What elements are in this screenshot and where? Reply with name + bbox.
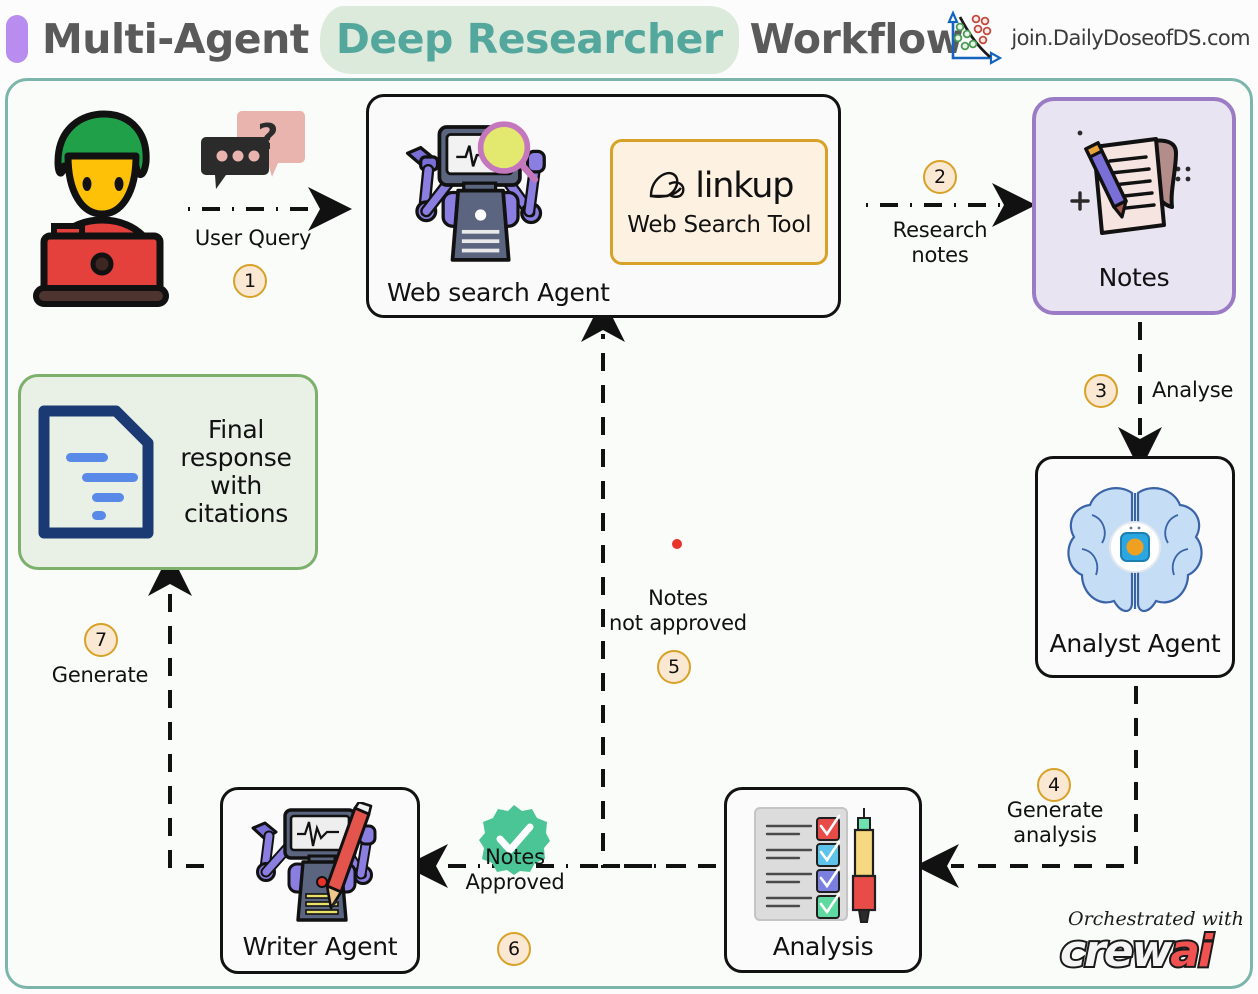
- brand-url-text: join.DailyDoseofDS.com: [1011, 26, 1250, 50]
- step-badge-2: 2: [923, 160, 957, 194]
- step-badge-6: 6: [497, 932, 531, 966]
- user-node: [20, 100, 180, 310]
- edge-label-notes-approved: Notes Approved: [465, 845, 565, 894]
- step-badge-7: 7: [84, 623, 118, 657]
- green-check-badge-icon: [478, 803, 550, 875]
- linkup-logo-icon: [650, 171, 685, 198]
- node-writer-agent[interactable]: Writer Agent: [220, 787, 420, 974]
- node-analyst-agent[interactable]: Analyst Agent: [1035, 456, 1235, 678]
- node-analysis-label: Analysis: [772, 931, 874, 961]
- node-notes[interactable]: Notes: [1032, 97, 1236, 315]
- notepad-with-pencil-icon: [1070, 130, 1191, 235]
- node-notes-label: Notes: [1098, 262, 1170, 292]
- edge-label-user-query: User Query: [194, 226, 312, 250]
- page-title-part-1: Multi-Agent: [42, 15, 309, 63]
- node-final-response-label: Final response with citations: [180, 415, 292, 528]
- checklist-with-marker-icon: [754, 806, 877, 923]
- edge-label-notes-not-approved: Notes not approved: [609, 586, 747, 635]
- node-analyst-agent-label: Analyst Agent: [1049, 628, 1221, 658]
- edge-label-generate: Generate: [51, 663, 149, 687]
- orchestrated-with-label: Orchestrated with: [1068, 908, 1244, 930]
- step-badge-5: 5: [657, 650, 691, 684]
- scatter-plot-axes-icon: [947, 10, 1003, 65]
- crewai-logo-prefix: crew: [1058, 926, 1174, 977]
- red-dot-marker: [670, 536, 684, 550]
- crewai-logo-suffix: ai: [1168, 926, 1215, 977]
- node-web-search-agent-label: Web search Agent: [387, 278, 610, 307]
- tool-card-linkup-label: Web Search Tool: [627, 212, 812, 238]
- edge-label-research-notes: Research notes: [892, 218, 988, 267]
- title-accent-bar: [6, 15, 28, 63]
- step-badge-3: 3: [1084, 374, 1118, 408]
- page-title: Multi-Agent Deep Researcher Workflow: [42, 6, 964, 74]
- node-writer-agent-label: Writer Agent: [242, 932, 398, 961]
- robot-with-magnifier-icon: [405, 121, 546, 262]
- page-header: Multi-Agent Deep Researcher Workflow: [0, 0, 1258, 78]
- edge-label-generate-analysis: Generate analysis: [1006, 798, 1104, 847]
- linkup-wordmark-text: linkup: [695, 165, 794, 206]
- page-title-part-3: Workflow: [749, 15, 964, 63]
- step-badge-4: 4: [1037, 768, 1071, 802]
- tool-card-linkup[interactable]: linkup Web Search Tool: [610, 139, 828, 265]
- brand-block[interactable]: join.DailyDoseofDS.com: [943, 8, 1251, 68]
- node-final-response[interactable]: Final response with citations: [18, 374, 318, 570]
- crewai-logo: crewai: [1058, 928, 1215, 976]
- page-title-part-2-highlighted: Deep Researcher: [319, 6, 739, 74]
- person-at-laptop-icon: [33, 110, 169, 307]
- document-with-lines-icon: [38, 405, 154, 539]
- brain-with-chip-icon: [1067, 486, 1203, 612]
- robot-with-pencil-icon: [251, 802, 377, 922]
- step-badge-1: 1: [233, 264, 267, 298]
- node-web-search-agent[interactable]: linkup Web Search Tool Web search Agent: [366, 94, 841, 318]
- chat-bubbles-question-icon: ?: [196, 105, 316, 195]
- edge-label-analyse: Analyse: [1152, 378, 1234, 402]
- node-analysis[interactable]: Analysis: [724, 787, 922, 973]
